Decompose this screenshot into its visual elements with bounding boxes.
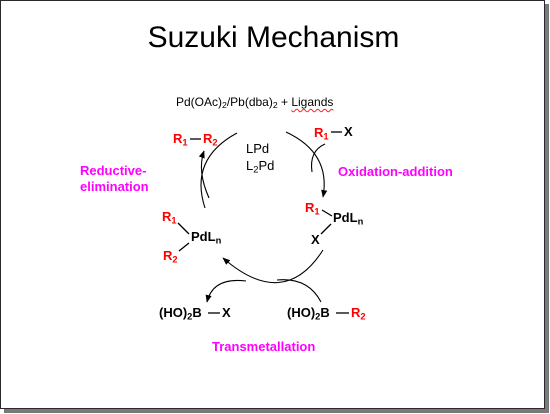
pb-dba-subscript: 2 bbox=[272, 100, 278, 111]
substrate-x: X bbox=[344, 124, 353, 139]
oa-r1: R1 bbox=[305, 200, 320, 217]
oa-pdl: PdLn bbox=[333, 210, 364, 227]
plus-sign: + bbox=[277, 95, 292, 109]
product-r1: R1 bbox=[173, 131, 188, 148]
re-r2-bond bbox=[178, 242, 190, 252]
arrow-boronic-entry bbox=[276, 279, 322, 303]
re-pdl: PdLn bbox=[191, 229, 222, 246]
slide: Suzuki Mechanism Pd(OAc)2/Pb(dba)2 + Lig… bbox=[0, 0, 545, 409]
label-transmetallation: Transmetallation bbox=[212, 339, 316, 354]
arrow-byproduct-release bbox=[205, 279, 247, 303]
label-reductive-elimination-2: elimination bbox=[80, 179, 149, 194]
l2pd-l: L bbox=[246, 158, 254, 173]
arrow-substrate-entry bbox=[310, 143, 326, 173]
byproduct-hob: (HO)2B bbox=[159, 305, 202, 322]
label-reductive-elimination-1: Reductive- bbox=[80, 163, 147, 178]
mechanism-arrows bbox=[177, 131, 349, 314]
boronic-acid-r2: R2 bbox=[351, 305, 366, 322]
re-r1: R1 bbox=[162, 209, 177, 226]
cycle-arc-bottom bbox=[222, 249, 324, 284]
oa-r1-bond bbox=[321, 209, 333, 217]
reagent-line: Pd(OAc)2/Pb(dba)2 + Ligands bbox=[176, 95, 334, 111]
slide-title: Suzuki Mechanism bbox=[147, 21, 400, 54]
arrow-product-release bbox=[198, 150, 210, 199]
re-r1-bond bbox=[177, 222, 190, 235]
pd-oac-subscript: 2 bbox=[222, 100, 227, 111]
ligands-text: Ligands bbox=[291, 95, 334, 109]
byproduct-x: X bbox=[222, 305, 231, 320]
catalyst-l2pd: L2Pd bbox=[246, 158, 275, 175]
boronic-acid-hob: (HO)2B bbox=[287, 305, 330, 322]
re-r2: R2 bbox=[163, 248, 178, 265]
l2pd-subscript: 2 bbox=[253, 164, 259, 175]
pd-oac-text: Pd(OAc) bbox=[176, 95, 223, 109]
cycle-arc-top-left bbox=[200, 132, 238, 209]
l2pd-pd: Pd bbox=[258, 158, 275, 173]
oa-x: X bbox=[311, 232, 320, 247]
catalyst-lpd: LPd bbox=[246, 141, 270, 156]
oa-x-bond bbox=[320, 223, 332, 235]
product-r2: R2 bbox=[203, 131, 218, 148]
pb-dba-text: /Pb(dba) bbox=[226, 95, 273, 109]
substrate-r1: R1 bbox=[314, 125, 329, 142]
label-oxidative-addition: Oxidation-addition bbox=[338, 164, 453, 179]
cycle-arc-top-right bbox=[285, 131, 328, 198]
